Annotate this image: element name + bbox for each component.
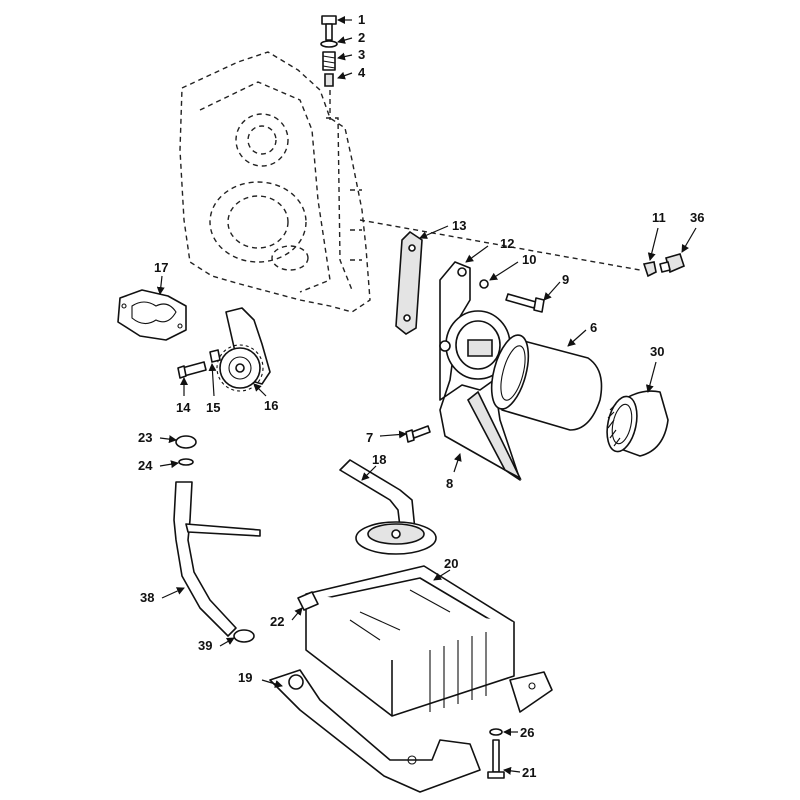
callout-14: 14 — [176, 400, 191, 415]
callout-11: 11 — [652, 210, 666, 225]
callout-30: 30 — [650, 344, 664, 359]
callout-20: 20 — [444, 556, 458, 571]
relief-valve-stack — [320, 15, 338, 87]
callout-38: 38 — [140, 590, 154, 605]
callout-36: 36 — [690, 210, 704, 225]
callout-23: 23 — [138, 430, 152, 445]
gear-housing-outline — [179, 51, 641, 313]
drain-plug — [297, 591, 319, 611]
callout-7: 7 — [366, 430, 373, 445]
callout-15: 15 — [206, 400, 220, 415]
pressure-switch — [659, 253, 685, 274]
callout-8: 8 — [446, 476, 453, 491]
callout-17: 17 — [154, 260, 168, 275]
bolt-21 — [487, 739, 505, 779]
leader-lines — [156, 16, 697, 775]
washer-26 — [489, 728, 503, 736]
callout-9: 9 — [562, 272, 569, 287]
callout-3: 3 — [358, 47, 365, 62]
bolt-9 — [505, 293, 545, 313]
washer-10 — [479, 279, 489, 289]
oil-pickup-tube — [339, 459, 437, 555]
callout-39: 39 — [198, 638, 212, 653]
callout-16: 16 — [264, 398, 278, 413]
callout-4: 4 — [358, 65, 366, 80]
gasket-plate-13 — [395, 230, 423, 335]
callout-22: 22 — [270, 614, 284, 629]
callout-21: 21 — [522, 765, 536, 780]
callout-13: 13 — [452, 218, 466, 233]
callout-2: 2 — [358, 30, 365, 45]
filter-cap — [606, 390, 669, 457]
callout-26: 26 — [520, 725, 534, 740]
oil-sump-pan — [269, 565, 553, 793]
callout-6: 6 — [590, 320, 597, 335]
oil-pump-assembly — [177, 307, 271, 392]
callout-1: 1 — [358, 12, 365, 27]
bolt-7 — [405, 425, 431, 443]
callout-12: 12 — [500, 236, 514, 251]
filter-adapter-bracket — [439, 261, 522, 481]
callout-24: 24 — [138, 458, 153, 473]
oil-filter — [490, 334, 603, 431]
callout-18: 18 — [372, 452, 386, 467]
gasket-17 — [117, 289, 187, 341]
dipstick-tube — [173, 435, 261, 643]
callout-10: 10 — [522, 252, 536, 267]
callout-labels: 1 2 3 4 13 12 10 9 6 11 36 30 7 8 17 14 … — [138, 12, 704, 780]
callout-19: 19 — [238, 670, 252, 685]
elbow-fitting — [642, 261, 657, 278]
